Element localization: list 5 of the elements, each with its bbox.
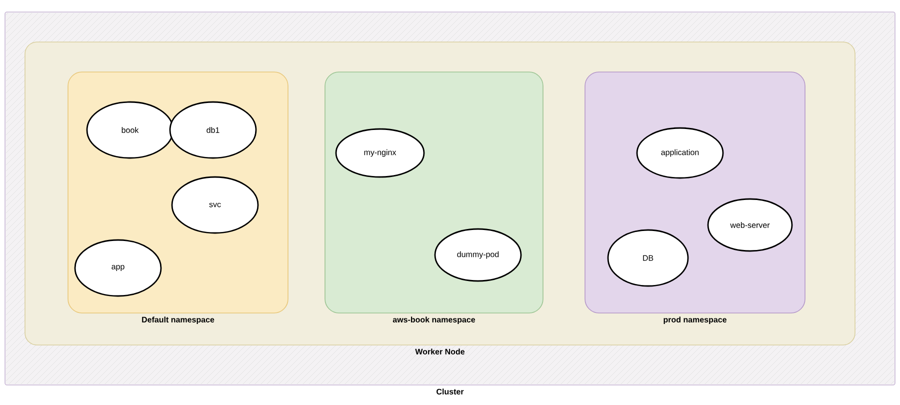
node-label: aws-book namespace (392, 316, 476, 324)
node-label: Default namespace (142, 316, 214, 324)
node-label: Worker Node (415, 348, 465, 354)
node-label: prod namespace (664, 316, 727, 324)
node-label: Cluster (436, 388, 464, 394)
